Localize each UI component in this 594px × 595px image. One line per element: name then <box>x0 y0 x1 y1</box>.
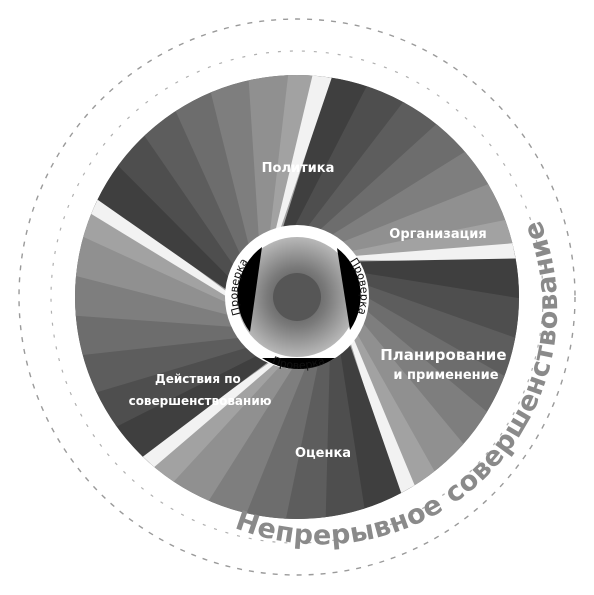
segment-label-organization: Организация <box>389 227 486 242</box>
segment-label-evaluation: Оценка <box>295 446 351 461</box>
segment-label-policy: Политика <box>262 161 335 176</box>
hub-center <box>273 273 321 321</box>
